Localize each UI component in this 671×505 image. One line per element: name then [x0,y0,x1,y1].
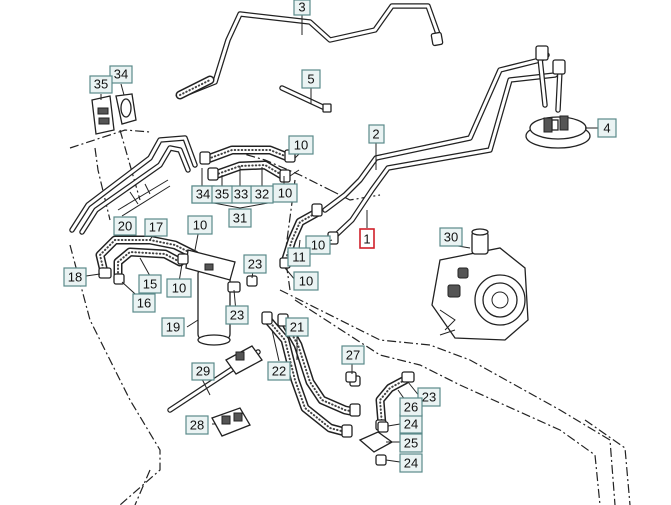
callout-10[interactable]: 10 [305,235,331,255]
pipe-3 [175,3,444,100]
callout-25[interactable]: 25 [399,433,423,453]
callout-1[interactable]: 1 [359,228,375,249]
svg-text:35: 35 [94,77,108,92]
callout-23[interactable]: 23 [225,305,249,325]
svg-text:10: 10 [299,274,313,289]
callout-32[interactable]: 32 [250,185,274,204]
callout-11[interactable]: 11 [287,247,311,267]
svg-text:23: 23 [422,390,436,405]
callout-21[interactable]: 21 [285,317,309,337]
callout-23[interactable]: 23 [243,254,267,274]
callout-17[interactable]: 17 [144,218,168,237]
svg-text:25: 25 [404,436,418,451]
svg-text:10: 10 [311,238,325,253]
callout-labels: 1 2 3 4 5 10 10 10 10 10 10 11 14 15 16 … [63,0,617,473]
svg-text:15: 15 [143,277,157,292]
svg-text:24: 24 [404,417,418,432]
callout-3[interactable]: 3 [293,0,311,16]
callout-26[interactable]: 26 [399,397,423,417]
callout-10[interactable]: 10 [288,135,314,155]
svg-text:1: 1 [363,232,370,247]
svg-text:3: 3 [298,0,305,15]
hose-21-22 [261,311,361,438]
callout-20[interactable]: 20 [113,216,137,236]
callout-24[interactable]: 24 [399,414,423,434]
svg-text:35: 35 [215,187,229,202]
callout-10[interactable]: 10 [187,215,213,235]
svg-text:10: 10 [294,138,308,153]
svg-text:11: 11 [292,250,306,265]
small-clips [177,253,389,433]
svg-text:19: 19 [166,320,180,335]
callout-4[interactable]: 4 [597,118,617,138]
callout-33[interactable]: 33 [230,185,252,204]
cable-tie-5 [279,85,332,113]
callout-34[interactable]: 34 [191,185,215,204]
callout-16[interactable]: 16 [132,293,156,313]
callout-19[interactable]: 19 [161,317,185,337]
bracket-34 [115,93,137,125]
tank-flange-4 [525,115,591,149]
pipe-assembly-left [69,135,198,235]
callout-34[interactable]: 34 [109,65,133,84]
callout-23[interactable]: 23 [417,387,441,407]
svg-text:10: 10 [278,186,292,201]
svg-text:5: 5 [307,72,314,87]
callout-15[interactable]: 15 [138,274,162,294]
svg-text:34: 34 [114,67,128,82]
pump-30 [431,228,529,341]
callout-18[interactable]: 18 [63,267,87,287]
fuel-filter-19 [185,249,241,346]
bracket-28 [211,407,251,437]
callout-24[interactable]: 24 [399,453,423,473]
svg-text:34: 34 [196,187,210,202]
svg-text:21: 21 [290,320,304,335]
hose-32-33 [199,145,296,183]
pipe-2 [322,45,566,239]
svg-text:23: 23 [248,257,262,272]
svg-text:33: 33 [234,187,248,202]
svg-text:2: 2 [372,127,379,142]
callout-10[interactable]: 10 [272,183,298,203]
svg-text:32: 32 [255,187,269,202]
callout-29[interactable]: 29 [191,362,215,381]
callout-5[interactable]: 5 [301,69,321,89]
svg-text:30: 30 [444,230,458,245]
svg-text:23: 23 [230,308,244,323]
bracket-29 [167,345,263,413]
bracket-35 [91,95,115,135]
svg-text:10: 10 [193,218,207,233]
svg-text:4: 4 [603,121,610,136]
hose-15-17 [95,235,200,285]
svg-text:16: 16 [137,296,151,311]
hose-26 [349,371,415,430]
callout-2[interactable]: 2 [368,124,385,144]
callout-35[interactable]: 35 [89,75,113,94]
callout-27[interactable]: 27 [341,345,365,365]
svg-text:27: 27 [346,348,360,363]
svg-text:10: 10 [172,281,186,296]
callout-10[interactable]: 10 [293,271,319,291]
callout-35[interactable]: 35 [211,185,233,204]
callout-22[interactable]: 22 [267,361,291,381]
svg-text:31: 31 [233,211,247,226]
svg-text:29: 29 [196,364,210,379]
svg-text:18: 18 [68,270,82,285]
callout-30[interactable]: 30 [439,227,463,247]
svg-text:26: 26 [404,400,418,415]
svg-text:17: 17 [149,220,163,235]
callout-31[interactable]: 31 [228,208,252,228]
svg-text:28: 28 [190,418,204,433]
svg-text:20: 20 [118,219,132,234]
svg-text:24: 24 [404,456,418,471]
svg-text:22: 22 [272,364,286,379]
callout-10[interactable]: 10 [166,278,192,298]
callout-28[interactable]: 28 [185,415,209,435]
